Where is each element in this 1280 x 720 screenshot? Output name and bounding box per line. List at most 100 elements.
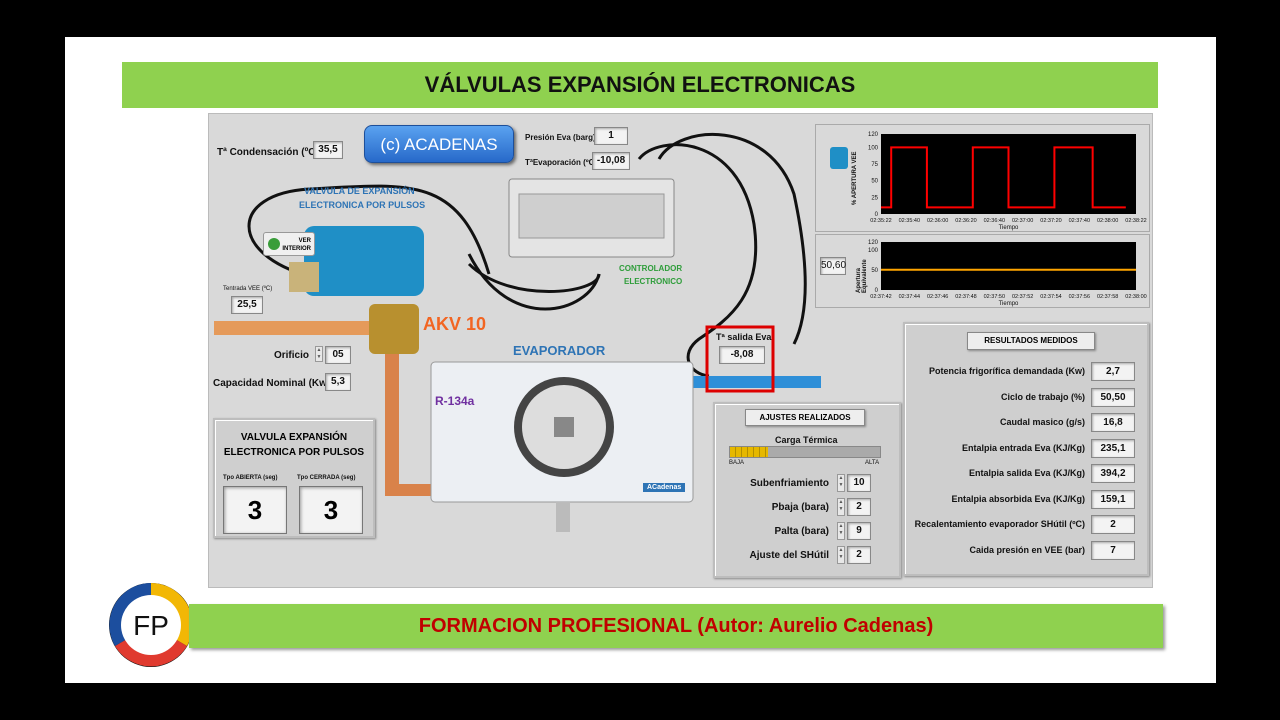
closed-time-value[interactable]: 3 — [299, 486, 363, 534]
fp-logo: FP — [109, 583, 193, 667]
refrigerant-label: R-134a — [435, 394, 475, 408]
valve-coil — [304, 226, 424, 296]
x-tick-label: 02:37:42 — [870, 294, 891, 300]
valve-icon — [830, 147, 848, 169]
x-tick-label: 02:36:40 — [984, 218, 1005, 224]
x-tick-label: 02:35:22 — [870, 218, 891, 224]
adjustment-field[interactable]: 9 — [847, 522, 871, 540]
y-tick-label: 120 — [868, 132, 879, 138]
valve-title-2: ELECTRONICA POR PULSOS — [299, 200, 426, 210]
x-tick-label: 02:37:40 — [1069, 218, 1090, 224]
ver-interior-label-2: INTERIOR — [282, 246, 311, 252]
x-tick-label: 02:37:20 — [1040, 218, 1061, 224]
load-label: Carga Térmica — [775, 435, 838, 445]
t-entrada-vee-field[interactable]: 25,5 — [231, 296, 263, 314]
x-tick-label: 02:38:22 — [1125, 218, 1146, 224]
result-value: 2 — [1091, 515, 1135, 534]
orificio-stepper[interactable]: ▲▼ — [315, 346, 323, 362]
capacidad-field[interactable]: 5,3 — [325, 373, 351, 391]
t-salida-eva-label: Tª salida Eva — [716, 332, 772, 342]
outlet-pipe — [693, 376, 821, 388]
equivalent-readout: 50,60 — [820, 257, 846, 275]
wire-controller-to-valve — [467, 262, 601, 293]
acadenas-button[interactable]: (c) ACADENAS — [364, 125, 514, 163]
x-tick-label: 02:37:44 — [899, 294, 920, 300]
t-evaporacion-label: TªEvaporación (ºC) — [525, 158, 598, 167]
load-low-label: BAJA — [729, 460, 745, 466]
evap-inlet-pipe — [385, 484, 431, 496]
adjustment-stepper[interactable]: ▲▼ — [837, 522, 845, 540]
series-line — [881, 146, 1126, 209]
result-label: Caida presión en VEE (bar) — [969, 544, 1085, 555]
pulse-panel-title: VALVULA EXPANSIÓN ELECTRONICA POR PULSOS — [221, 428, 367, 462]
x-tick-label: 02:38:00 — [1097, 218, 1118, 224]
y-tick-label: 75 — [871, 162, 878, 168]
x-tick-label: 02:37:48 — [955, 294, 976, 300]
load-high-label: ALTA — [865, 460, 880, 466]
simulator-panel: Tª Condensación (ºC) 35,5 (c) ACADENAS P… — [208, 113, 1153, 588]
adjustment-field[interactable]: 2 — [847, 498, 871, 516]
valve-outlet-pipe — [385, 354, 399, 484]
t-condensacion-label: Tª Condensación (ºC) — [217, 147, 319, 158]
adjustment-stepper[interactable]: ▲▼ — [837, 474, 845, 492]
controller-label-2: ELECTRONICO — [624, 277, 683, 286]
controller-label-1: CONTROLADOR — [619, 264, 683, 273]
results-panel: RESULTADOS MEDIDOS Potencia frigorífica … — [903, 322, 1149, 576]
y-tick-label: 120 — [868, 240, 879, 246]
orificio-field[interactable]: 05 — [325, 346, 351, 364]
result-label: Entalpia absorbida Eva (KJ/Kg) — [951, 493, 1085, 504]
y-tick-label: 50 — [871, 268, 878, 274]
closed-time-label: Tpo CERRADA (seg) — [297, 475, 356, 481]
valve-body — [369, 304, 419, 354]
result-label: Caudal masico (g/s) — [999, 417, 1085, 427]
open-time-label: Tpo ABIERTA (seg) — [223, 475, 278, 481]
x-axis-label: Tiempo — [999, 301, 1019, 307]
x-tick-label: 02:35:40 — [899, 218, 920, 224]
x-tick-label: 02:37:54 — [1040, 294, 1061, 300]
result-label: Potencia frigorífica demandada (Kw) — [928, 366, 1085, 376]
sensor-highlight — [705, 325, 775, 393]
wire-valve-to-controller — [247, 184, 491, 278]
x-tick-label: 02:37:50 — [984, 294, 1005, 300]
x-tick-label: 02:37:46 — [927, 294, 948, 300]
wire-sensor-1 — [657, 133, 807, 345]
capacidad-label: Capacidad Nominal (Kw) — [213, 378, 331, 389]
t-evaporacion-field[interactable]: -10,08 — [592, 152, 630, 170]
adjustment-field[interactable]: 2 — [847, 546, 871, 564]
result-label: Entalpia entrada Eva (KJ/Kg) — [961, 442, 1085, 453]
presion-eva-label: Presión Eva (barg) — [525, 133, 596, 142]
adjustment-label: Subenfriamiento — [750, 478, 829, 489]
evaporator-drain — [556, 502, 570, 532]
y-tick-label: 0 — [875, 212, 879, 218]
x-tick-label: 02:37:00 — [1012, 218, 1033, 224]
t-entrada-vee-label: Tentrada VEE (ºC) — [223, 286, 273, 292]
adjustments-panel: AJUSTES REALIZADOS Carga Térmica BAJA AL… — [713, 402, 901, 578]
adjustment-field[interactable]: 10 — [847, 474, 871, 492]
adjustment-stepper[interactable]: ▲▼ — [837, 498, 845, 516]
eye-icon — [268, 238, 280, 250]
adjustment-label: Pbaja (bara) — [771, 502, 829, 513]
presion-eva-field[interactable]: 1 — [594, 127, 628, 145]
open-time-value[interactable]: 3 — [223, 486, 287, 534]
wire-sensor-2 — [637, 143, 758, 378]
result-value: 16,8 — [1091, 413, 1135, 432]
results-title: RESULTADOS MEDIDOS — [967, 332, 1095, 350]
page-title: VÁLVULAS EXPANSIÓN ELECTRONICAS — [122, 62, 1158, 108]
ver-interior-label-1: VER — [298, 238, 311, 244]
load-bar[interactable] — [729, 446, 881, 458]
t-condensacion-field[interactable]: 35,5 — [313, 141, 343, 159]
ver-interior-button[interactable]: VER INTERIOR — [263, 232, 315, 256]
t-salida-eva-field[interactable]: -8,08 — [719, 346, 765, 364]
y-tick-label: 100 — [868, 145, 879, 151]
adjustment-stepper[interactable]: ▲▼ — [837, 546, 845, 564]
logo-text: FP — [133, 610, 169, 641]
y-tick-label: 100 — [868, 248, 879, 254]
result-value: 2,7 — [1091, 362, 1135, 381]
pulse-title-2: ELECTRONICA POR PULSOS — [223, 447, 365, 458]
x-tick-label: 02:36:00 — [927, 218, 948, 224]
x-tick-label: 02:37:58 — [1097, 294, 1118, 300]
adjustment-label: Palta (bara) — [774, 526, 829, 537]
